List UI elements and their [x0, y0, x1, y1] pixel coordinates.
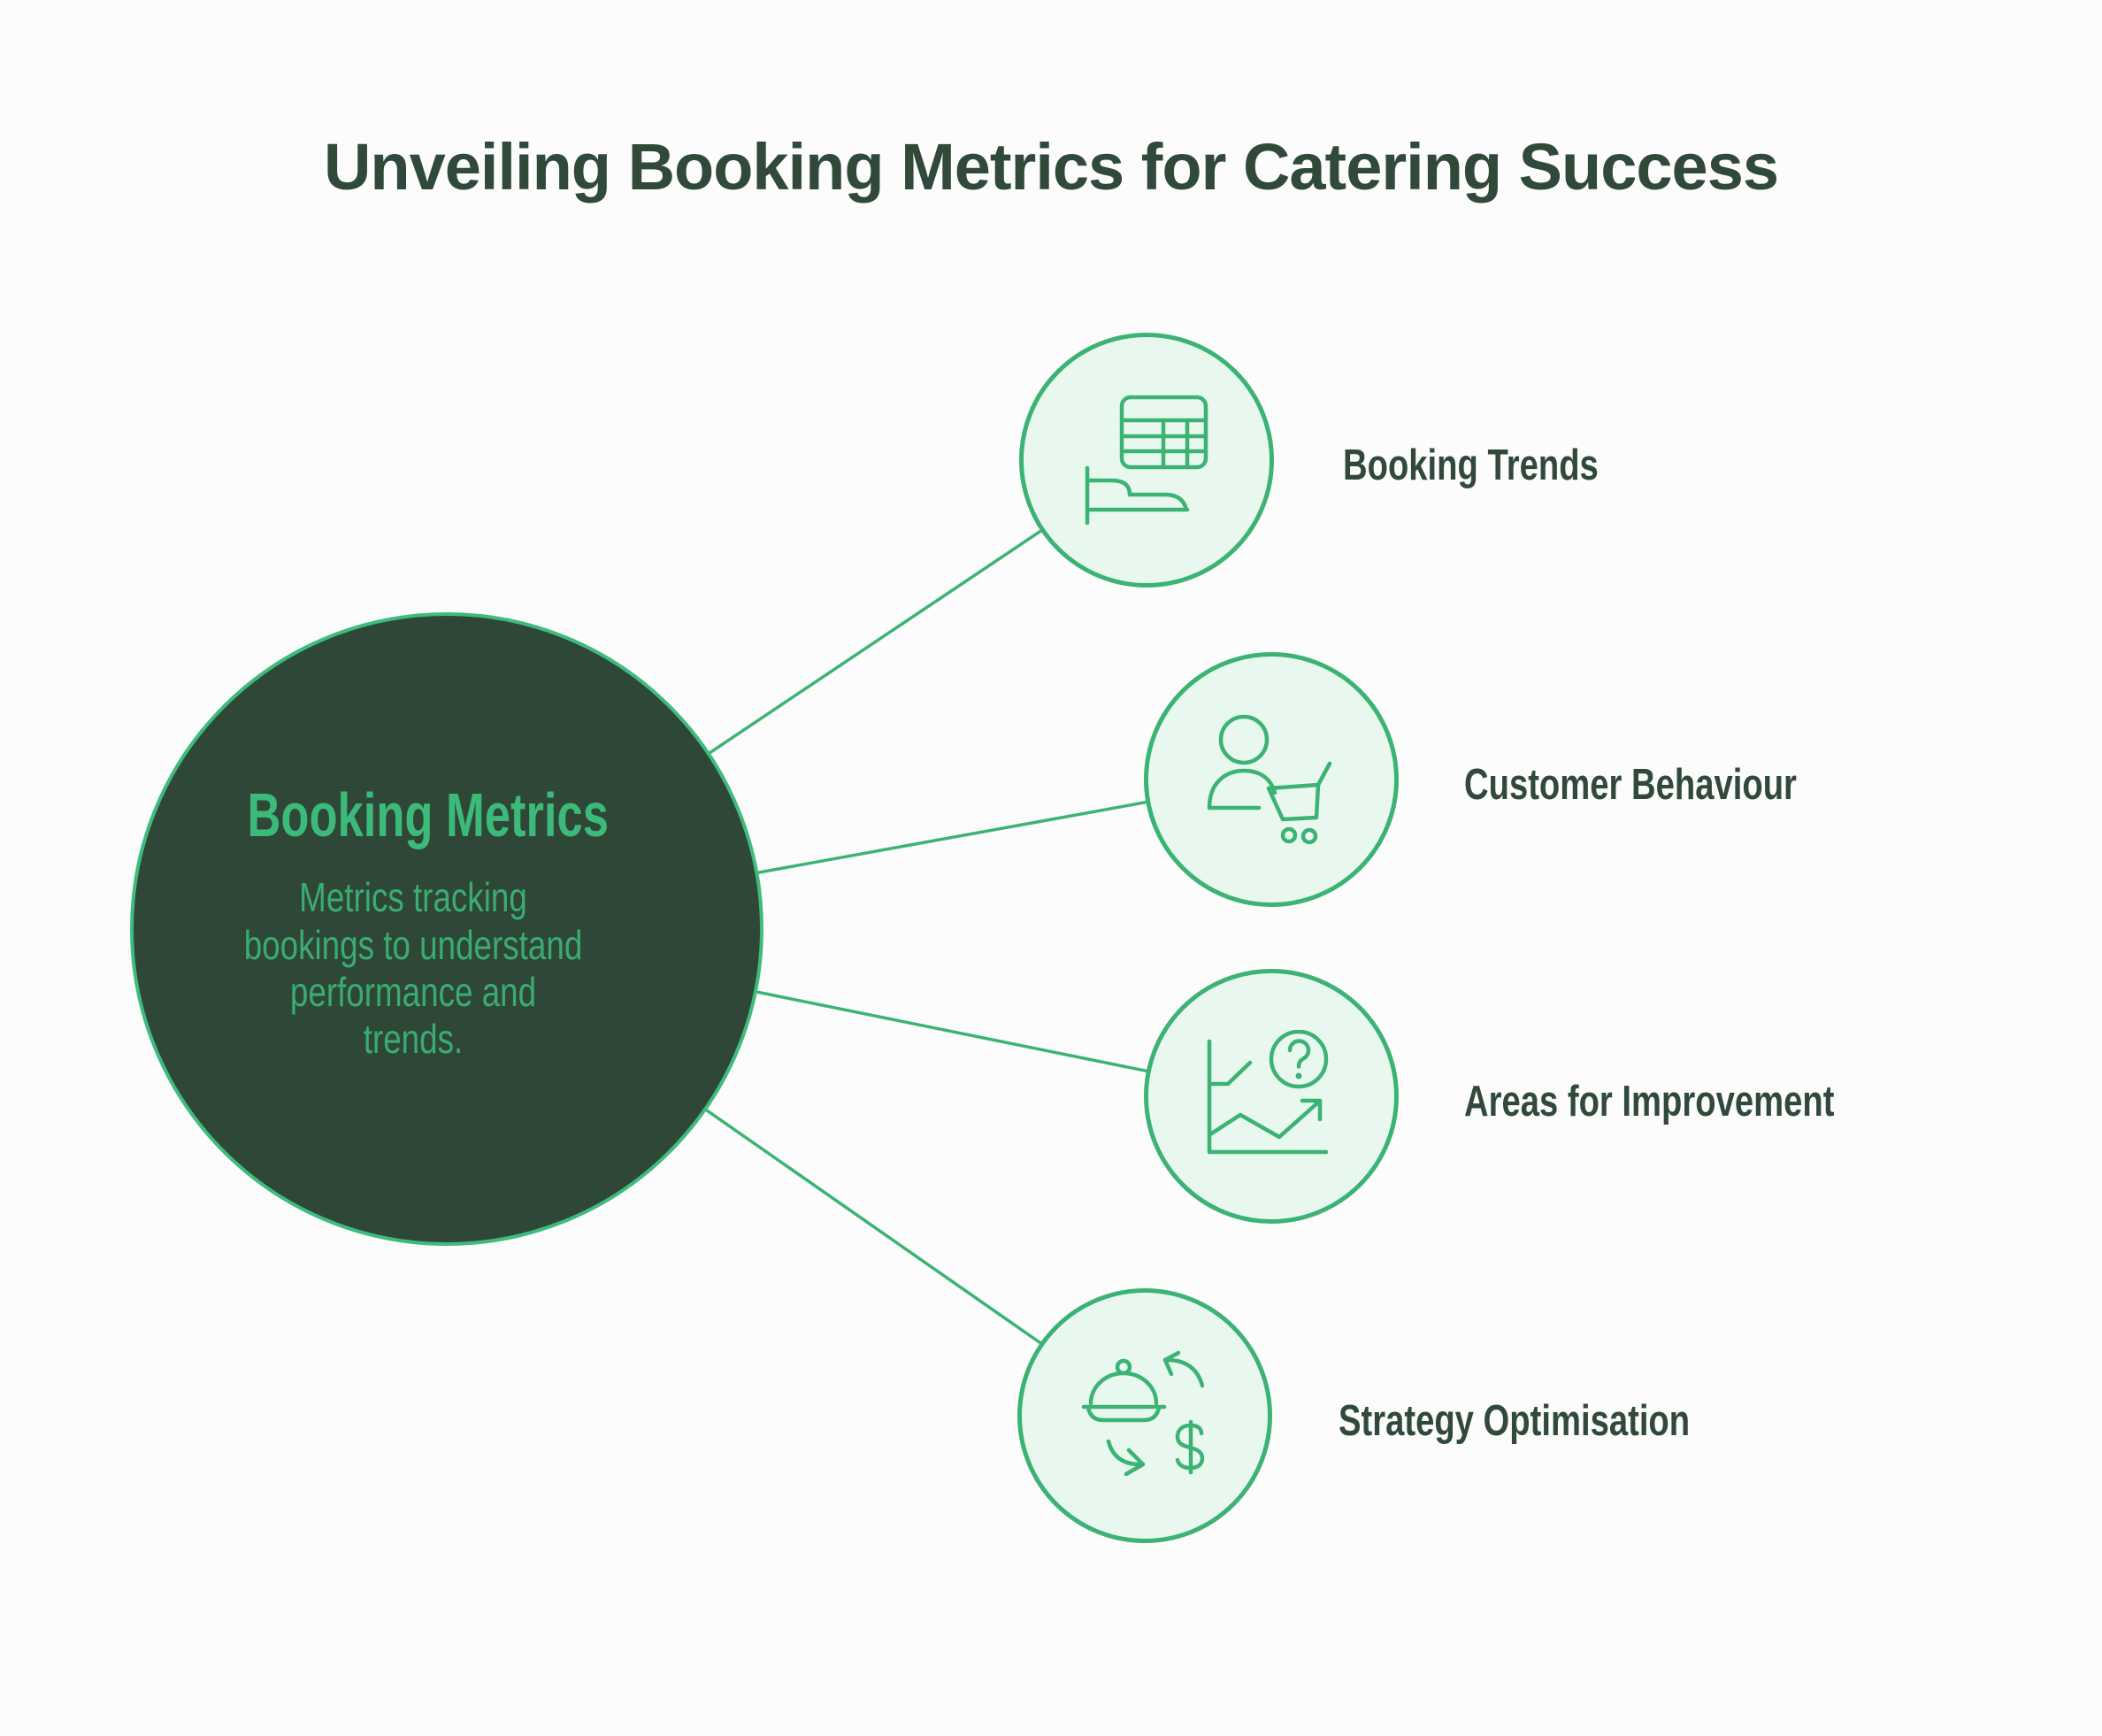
center-text: Booking Metrics Metrics tracking booking… — [192, 782, 634, 1064]
node-label-areas-for-improvement: Areas for Improvement — [1464, 1078, 1835, 1125]
catering-exchange-dollar-icon — [1081, 1350, 1205, 1477]
page-title: Unveiling Booking Metrics for Catering S… — [323, 130, 1779, 204]
node-strategy-optimisation — [1017, 1288, 1272, 1543]
booking-table-bed-icon — [1085, 395, 1208, 526]
node-customer-behaviour — [1144, 652, 1399, 907]
center-node-booking-metrics — [130, 612, 763, 1246]
customer-cart-icon — [1207, 714, 1332, 845]
center-heading: Booking Metrics — [247, 780, 609, 849]
node-label-strategy-optimisation: Strategy Optimisation — [1339, 1397, 1691, 1445]
chart-question-icon — [1207, 1030, 1329, 1155]
node-label-customer-behaviour: Customer Behaviour — [1464, 761, 1797, 809]
center-description: Metrics tracking bookings to understand … — [243, 874, 583, 1063]
node-areas-for-improvement — [1144, 969, 1399, 1224]
node-label-booking-trends: Booking Trends — [1343, 442, 1599, 489]
node-booking-trends — [1019, 333, 1274, 588]
